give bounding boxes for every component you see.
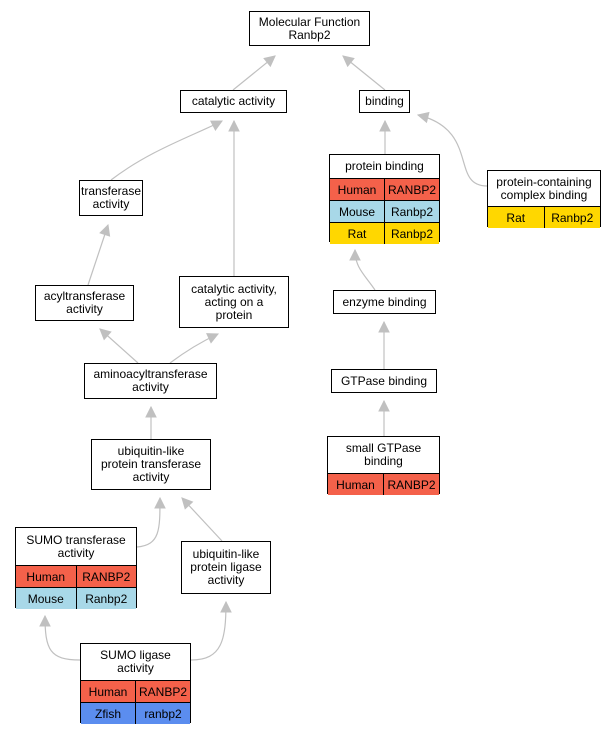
arrowhead-icon [342,55,355,68]
gene-symbol: Ranbp2 [384,201,439,222]
node-label: GTPase binding [340,373,428,388]
species-row-mouse: Mouse Ranbp2 [16,587,136,609]
species-name: Mouse [338,204,376,219]
node-transferase[interactable]: transferase activity [79,180,143,216]
node-label: ubiquitin-like protein transferase activ… [100,444,202,484]
species-row-zfish: Zfish ranbp2 [81,702,190,724]
edge-acyltransferase-to-transferase [87,224,109,286]
node-label: protein-containing complex binding [496,174,592,202]
edge-transferase-to-catalytic [110,120,223,181]
node-binding[interactable]: binding [359,90,410,113]
species-name: Mouse [27,591,64,606]
node-label: SUMO transferase activity [26,532,126,560]
node-label: acyltransferase activity [43,289,126,316]
arrowhead-icon [379,119,391,132]
arrowhead-icon [181,497,194,510]
arrowhead-icon [263,55,276,68]
node-label: small GTPase binding [345,441,422,468]
species-name: Zfish [94,706,121,721]
edge-sumo_ligase-to-ubl_ligase [190,601,227,661]
node-label: aminoacyltransferase activity [93,367,208,394]
gene-symbol: RANBP2 [383,474,439,495]
node-label: ubiquitin-like protein ligase activity [190,547,262,587]
arrowhead-icon [154,496,166,509]
arrowhead-icon [210,120,223,131]
species-name: Human [26,569,66,584]
species-row-human: Human RANBP2 [328,473,439,495]
species-name: Human [336,477,375,492]
gene-symbol: Ranbp2 [384,223,439,244]
arrowhead-icon [378,320,390,333]
node-label: Molecular Function Ranbp2 [258,14,361,42]
gene-symbol: ranbp2 [135,703,190,724]
arrowhead-icon [378,399,390,412]
node-mf[interactable]: Molecular Function Ranbp2 [249,11,370,46]
arrowhead-icon [99,328,112,341]
node-acyltransferase[interactable]: acyltransferase activity [35,285,134,321]
gene-symbol: RANBP2 [75,566,137,587]
gene-symbol: Ranbp2 [543,207,601,228]
species-name: Rat [506,210,526,225]
node-label: protein binding [345,159,424,173]
species-row-rat: Rat Ranbp2 [330,222,439,244]
arrowhead-icon [206,333,220,344]
node-label: enzyme binding [342,294,427,309]
arrowhead-icon [39,614,51,627]
species-row-rat: Rat Ranbp2 [488,206,600,228]
gene-symbol: RANBP2 [135,681,190,702]
arrowhead-icon [228,119,240,132]
arrowhead-icon [145,405,157,418]
species-row-mouse: Mouse Ranbp2 [330,200,439,222]
node-ubl-ligase[interactable]: ubiquitin-like protein ligase activity [181,541,271,594]
node-label: transferase activity [80,184,142,211]
arrowhead-icon [99,223,111,237]
species-row-human: Human RANBP2 [81,680,190,702]
species-row-human: Human RANBP2 [16,565,136,587]
node-label: binding [365,94,404,108]
arrowhead-icon [349,248,361,261]
node-cat-protein[interactable]: catalytic activity, acting on a protein [179,276,289,328]
node-label: catalytic activity, acting on a protein [191,281,277,322]
arrowhead-icon [416,111,430,124]
node-gtpase-binding[interactable]: GTPase binding [331,369,437,393]
gene-symbol: RANBP2 [384,179,439,200]
node-label: catalytic activity [191,94,276,108]
gene-symbol: Ranbp2 [75,588,137,609]
edge-complex_binding-to-binding [417,114,488,187]
species-name: Human [88,684,128,699]
species-name: Human [337,182,377,197]
node-label: SUMO ligase activity [100,648,171,675]
species-row-human: Human RANBP2 [330,178,439,200]
node-aminoacyl[interactable]: aminoacyltransferase activity [84,363,217,399]
edge-sumo_ligase-to-sumo_transferase [44,615,81,661]
node-ubl-transferase[interactable]: ubiquitin-like protein transferase activ… [91,439,211,490]
arrowhead-icon [220,600,232,613]
node-enzyme-binding[interactable]: enzyme binding [333,290,436,314]
species-name: Rat [347,226,367,241]
node-catalytic[interactable]: catalytic activity [180,90,287,113]
